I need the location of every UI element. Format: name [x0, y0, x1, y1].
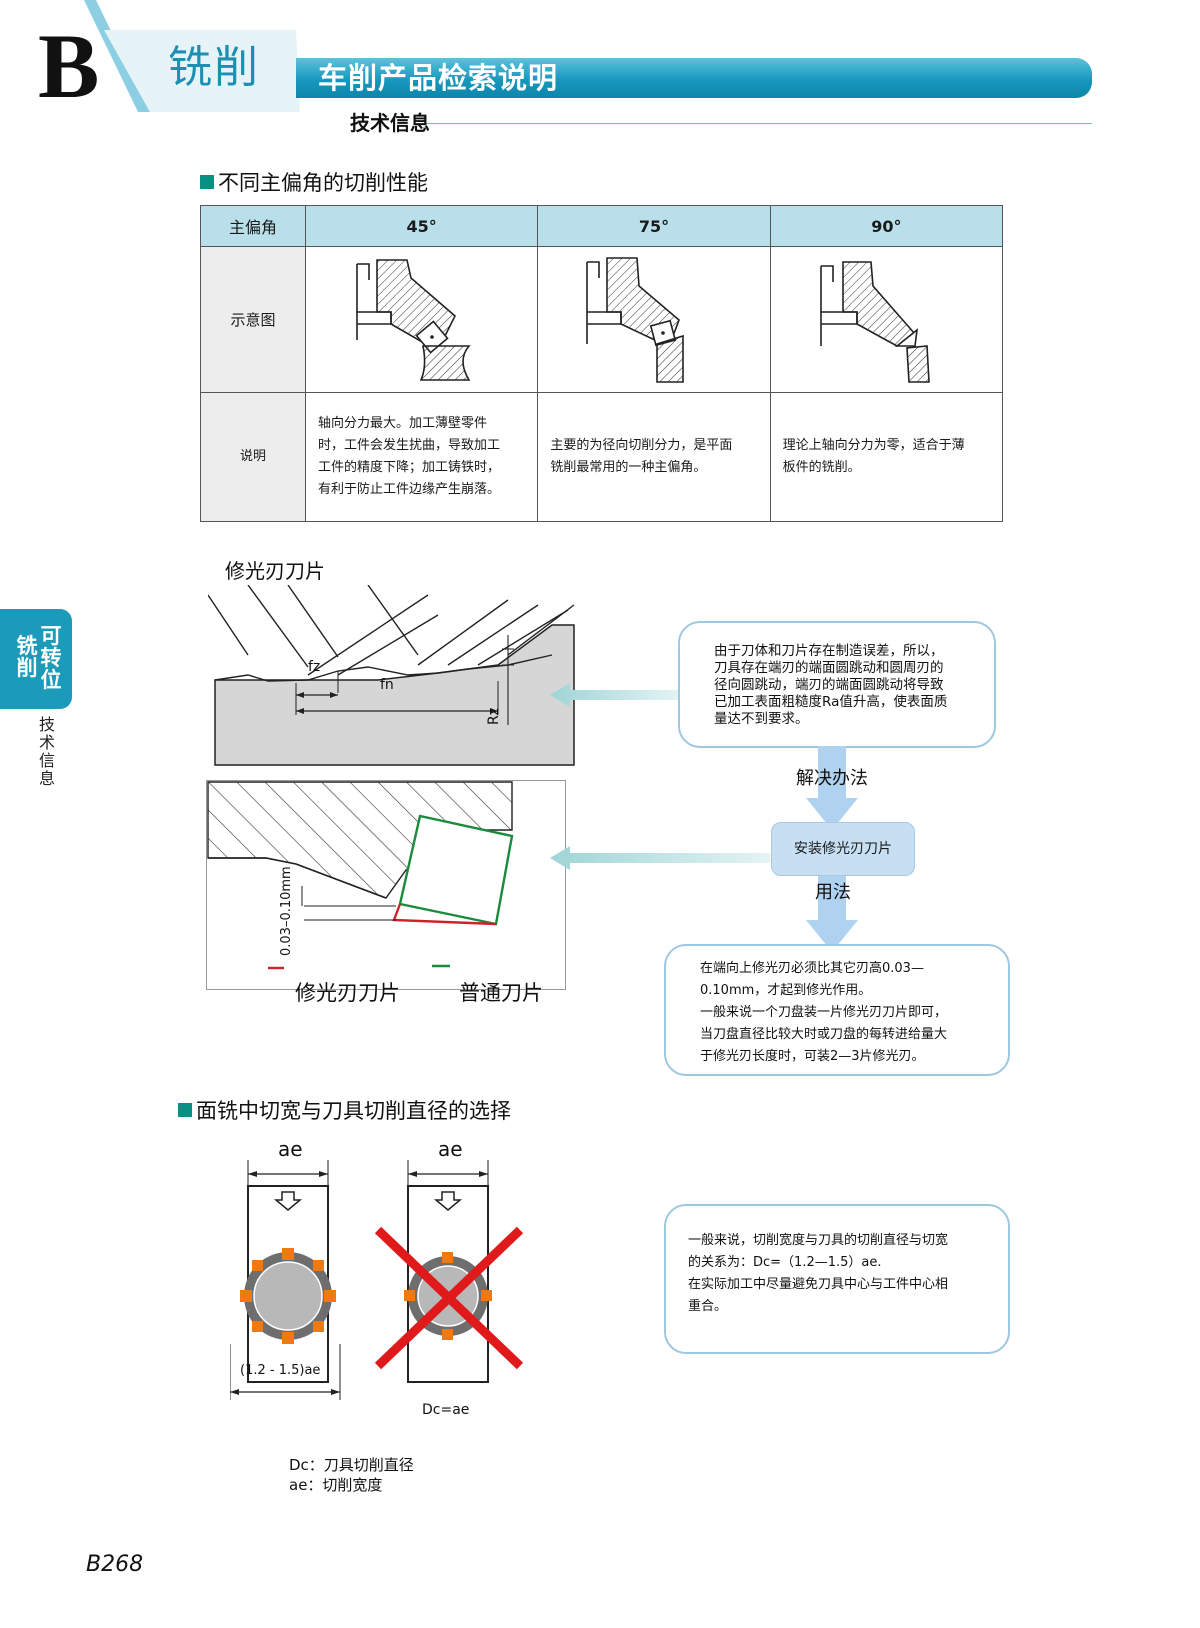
- insert-markers: [240, 1248, 336, 1344]
- dim-label-correct: (1.2 - 1.5)ae: [240, 1363, 320, 1378]
- banner-title: 车削产品检索说明: [318, 61, 559, 95]
- info-line: 重合。: [688, 1299, 728, 1314]
- wiper-heading: 修光刃刀片: [225, 559, 325, 583]
- info-line: 在实际加工中尽量避免刀具中心与工件中心相: [688, 1277, 949, 1292]
- desc-45-line: 有利于防止工件边缘产生崩落。: [318, 482, 501, 497]
- label-fn: fn: [380, 677, 394, 693]
- angle-75: 75°: [537, 205, 771, 247]
- section3-heading: 面铣中切宽与刀具切削直径的选择: [178, 1098, 511, 1124]
- flow-arrows: [806, 746, 858, 952]
- info-line: 已加工表面粗糙度Ra值升高，使表面质: [714, 694, 948, 710]
- desc-90-line: 板件的铣削。: [782, 460, 861, 475]
- solution-label: 解决办法: [796, 768, 868, 789]
- page-number: B268: [86, 1552, 144, 1577]
- usage-info-box: 在端向上修光刃必须比其它刃高0.03— 0.10mm，才起到修光作用。 一般来说…: [664, 944, 1010, 1076]
- legend-normal-label: 普通刀片: [459, 981, 543, 1005]
- cutting-width-diagram: ae (1.2 - 1.5)ae ae Dc=ae: [230, 1137, 524, 1418]
- diagram-90: [769, 246, 1004, 393]
- solution-box: 安装修光刃刀片: [771, 822, 915, 876]
- info-line: 的关系为：Dc=（1.2—1.5）ae.: [688, 1255, 882, 1270]
- runout-info-text: 由于刀体和刀片存在制造误差，所以， 刀具存在端刃的端面圆跳动和圆周刃的 径向圆跳…: [680, 623, 994, 728]
- angle-comparison-table: 主偏角 45° 75° 90° 示意图: [200, 205, 1004, 522]
- cutter-75-diagram: [586, 257, 684, 383]
- description-90: 理论上轴向分力为零，适合于薄 板件的铣削。: [769, 392, 1004, 522]
- description-45: 轴向分力最大。加工薄壁零件 时，工件会发生扰曲，导致加工 工件的精度下降；加工铸…: [304, 392, 539, 522]
- section3-title: 面铣中切宽与刀具切削直径的选择: [196, 1099, 511, 1123]
- subtitle-rule: [422, 123, 1092, 124]
- section1-heading: 不同主偏角的切削性能: [200, 170, 428, 196]
- row-label-diagram: 示意图: [200, 246, 306, 393]
- heading-square-icon: [178, 1103, 192, 1117]
- info-line: 于修光刃长度时，可装2—3片修光刃。: [700, 1049, 925, 1064]
- row-label-description: 说明: [200, 392, 306, 522]
- info-line: 刀具存在端刃的端面圆跳动和圆周刃的: [714, 660, 944, 676]
- section1-title: 不同主偏角的切削性能: [218, 171, 428, 195]
- angle-90: 90°: [769, 205, 1004, 247]
- dim-label: 0.03–0.10mm: [279, 866, 294, 956]
- info-line: 在端向上修光刃必须比其它刃高0.03—: [700, 961, 924, 976]
- wrong-label: Dc=ae: [422, 1402, 469, 1418]
- info-line: 径向圆跳动，端刃的端面圆跳动将导致: [714, 677, 944, 693]
- usage-label: 用法: [815, 882, 851, 903]
- info-line: 量达不到要求。: [714, 711, 809, 727]
- usage-info-text: 在端向上修光刃必须比其它刃高0.03— 0.10mm，才起到修光作用。 一般来说…: [666, 946, 1008, 1068]
- cutter-90-diagram: [820, 261, 931, 383]
- section-title: 铣削: [168, 42, 260, 93]
- note-dc: Dc：刀具切削直径: [289, 1456, 414, 1474]
- feed-arrow-icon: [433, 1191, 463, 1211]
- subtitle: 技术信息: [350, 111, 430, 135]
- info-line: 当刀盘直径比较大时或刀盘的每转进给量大: [700, 1027, 948, 1042]
- desc-90-line: 理论上轴向分力为零，适合于薄: [782, 438, 965, 453]
- arrow-to-insert-diagram: [550, 846, 770, 870]
- diagram-75: [537, 246, 771, 393]
- desc-45-line: 轴向分力最大。加工薄壁零件: [318, 416, 488, 431]
- desc-75-line: 铣削最常用的一种主偏角。: [550, 460, 707, 475]
- ae-label-left: ae: [278, 1137, 303, 1161]
- heading-square-icon: [200, 175, 214, 189]
- side-tab[interactable]: 铣削 可转位: [0, 609, 72, 709]
- cutting-width-info-box: 一般来说，切削宽度与刀具的切削直径与切宽 的关系为：Dc=（1.2—1.5）ae…: [664, 1204, 1010, 1354]
- info-line: 0.10mm，才起到修光作用。: [700, 983, 872, 998]
- diagram-45: [304, 246, 539, 393]
- wiper-surface-diagram: fz fn Rz: [208, 585, 575, 766]
- info-line: 由于刀体和刀片存在制造误差，所以，: [714, 643, 944, 659]
- row-label-angle: 主偏角: [200, 205, 306, 247]
- side-subtitle: 技术信息: [38, 715, 55, 788]
- title-banner: [296, 58, 1092, 98]
- wiper-insert-diagram: 0.03–0.10mm: [206, 780, 566, 990]
- header-slash-decoration: [84, 0, 300, 112]
- feed-arrow-icon: [273, 1191, 303, 1211]
- label-fz: fz: [308, 659, 320, 675]
- description-75: 主要的为径向切削分力，是平面 铣削最常用的一种主偏角。: [537, 392, 771, 522]
- info-line: 一般来说，切削宽度与刀具的切削直径与切宽: [688, 1233, 949, 1248]
- section-letter: B: [38, 15, 100, 117]
- desc-45-line: 工件的精度下降；加工铸铁时，: [318, 460, 501, 475]
- arrow-to-surface-diagram: [550, 683, 680, 707]
- note-ae: ae：切削宽度: [289, 1476, 383, 1494]
- side-tab-text-2: 可转位: [40, 624, 62, 692]
- ae-label-right: ae: [438, 1137, 463, 1161]
- desc-75-line: 主要的为径向切削分力，是平面: [550, 438, 733, 453]
- legend-wiper-label: 修光刃刀片: [295, 981, 400, 1005]
- desc-45-line: 时，工件会发生扰曲，导致加工: [318, 438, 501, 453]
- cutting-width-info-text: 一般来说，切削宽度与刀具的切削直径与切宽 的关系为：Dc=（1.2—1.5）ae…: [666, 1206, 1008, 1318]
- label-rz: Rz: [486, 708, 502, 725]
- legend-notes: Dc：刀具切削直径 ae：切削宽度: [289, 1455, 414, 1495]
- side-tab-text-1: 铣削: [16, 634, 38, 680]
- runout-info-box: 由于刀体和刀片存在制造误差，所以， 刀具存在端刃的端面圆跳动和圆周刃的 径向圆跳…: [678, 621, 996, 748]
- info-line: 一般来说一个刀盘装一片修光刃刀片即可，: [700, 1005, 948, 1020]
- cutter-45-diagram: [355, 259, 471, 381]
- angle-45: 45°: [304, 205, 539, 247]
